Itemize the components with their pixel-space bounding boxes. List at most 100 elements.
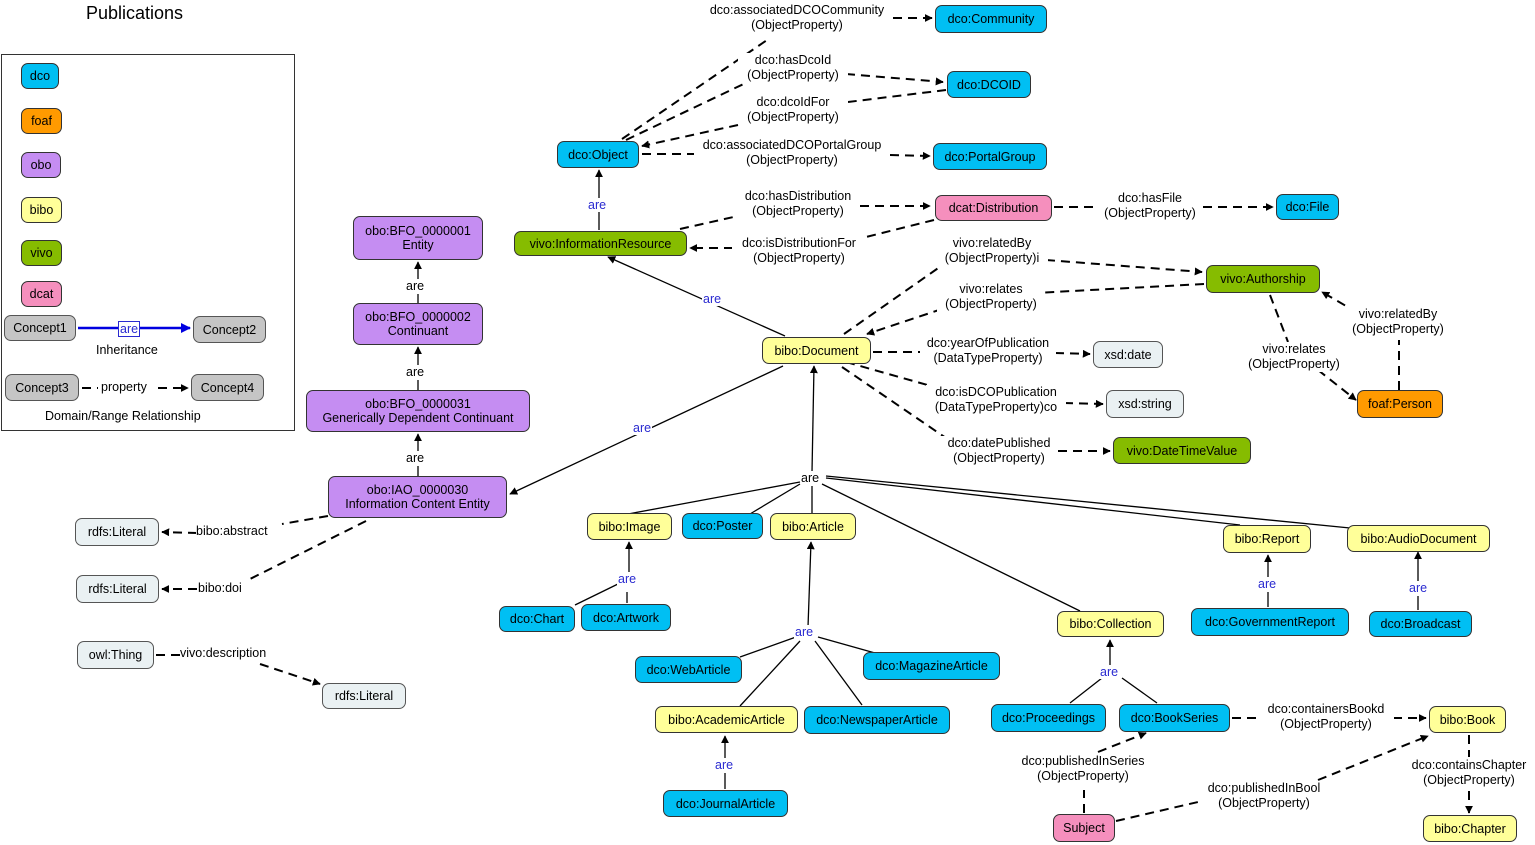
- edge-authorship-person: [1269, 294, 1289, 343]
- diagram-title: Publications: [86, 3, 184, 23]
- node-bfo31[interactable]: obo:BFO_0000031 Generically Dependent Co…: [306, 390, 530, 432]
- label-published-in-book: dco:publishedInBool (ObjectProperty): [1198, 781, 1330, 811]
- node-report[interactable]: bibo:Report: [1223, 525, 1311, 553]
- legend-concept1: Concept1: [4, 315, 76, 341]
- label-has-dcoid-name: dco:hasDcoId: [754, 53, 832, 67]
- label-contains-chapter: dco:containsChapter (ObjectProperty): [1404, 758, 1534, 788]
- node-book-series[interactable]: dco:BookSeries: [1119, 704, 1230, 732]
- label-related-by: vivo:relatedBy (ObjectProperty)i: [936, 236, 1048, 266]
- node-distribution[interactable]: dcat:Distribution: [935, 195, 1052, 221]
- edge-dcoid-object: [847, 89, 947, 103]
- node-bfo2-name: Continuant: [387, 324, 449, 338]
- node-article[interactable]: bibo:Article: [770, 513, 856, 540]
- are-label-object: are: [587, 198, 608, 212]
- node-chart[interactable]: dco:Chart: [499, 606, 575, 632]
- edge-inforesource-dist: [679, 215, 739, 230]
- label-has-dcoid-type: (ObjectProperty): [747, 68, 839, 82]
- edge-subject-book-b: [1317, 734, 1429, 781]
- legend-concept4: Concept4: [191, 374, 264, 401]
- edge-chart-image: [574, 582, 621, 606]
- legend-are-label: are: [118, 321, 141, 337]
- edge-newspaper-are: [814, 640, 863, 706]
- label-containers-book-type: (ObjectProperty): [1280, 717, 1372, 731]
- label-person-relates: vivo:relates (ObjectProperty): [1240, 342, 1348, 372]
- node-poster[interactable]: dco:Poster: [682, 513, 763, 539]
- label-doi: bibo:doi: [198, 581, 242, 596]
- label-published-in-book-name: dco:publishedInBool: [1207, 781, 1321, 795]
- are-label-audio: are: [1408, 581, 1429, 595]
- edge-thing-desc-b: [259, 663, 321, 686]
- node-datetime[interactable]: vivo:DateTimeValue: [1113, 437, 1251, 464]
- label-is-distribution-for-type: (ObjectProperty): [753, 251, 845, 265]
- edge-object-portal-b: [889, 151, 931, 160]
- node-image[interactable]: bibo:Image: [587, 513, 672, 540]
- label-date-published-name: dco:datePublished: [947, 436, 1051, 450]
- label-description: vivo:description: [180, 646, 267, 661]
- label-is-dco-pub: dco:isDCOPublication (DataTypeProperty)c…: [926, 385, 1066, 415]
- node-literal-doi[interactable]: rdfs:Literal: [76, 575, 159, 603]
- node-audio[interactable]: bibo:AudioDocument: [1347, 525, 1490, 552]
- node-collection[interactable]: bibo:Collection: [1057, 611, 1164, 637]
- edge-iao-abstract: [281, 515, 329, 525]
- edge-collection-are: [821, 483, 1081, 612]
- node-object[interactable]: dco:Object: [557, 141, 639, 168]
- node-bfo1-name: Entity: [402, 238, 434, 252]
- node-chapter[interactable]: bibo:Chapter: [1423, 815, 1517, 842]
- edge-object-dcoid-b: [845, 73, 944, 86]
- node-authorship[interactable]: vivo:Authorship: [1206, 265, 1320, 293]
- edge-subject-book: [1115, 801, 1199, 822]
- node-broadcast[interactable]: dco:Broadcast: [1369, 611, 1472, 637]
- node-gov-report[interactable]: dco:GovernmentReport: [1191, 608, 1349, 636]
- label-contains-chapter-name: dco:containsChapter: [1411, 758, 1527, 772]
- node-magazine-article[interactable]: dco:MagazineArticle: [863, 652, 1000, 680]
- legend-swatch-bibo: bibo: [21, 197, 62, 223]
- label-relates-name: vivo:relates: [959, 282, 1023, 296]
- node-community[interactable]: dco:Community: [935, 5, 1047, 33]
- node-bfo1-id: obo:BFO_0000001: [365, 224, 471, 238]
- edge-dist-inforesource: [865, 219, 935, 238]
- node-artwork[interactable]: dco:Artwork: [581, 604, 671, 631]
- node-portal-group[interactable]: dco:PortalGroup: [933, 143, 1047, 170]
- node-iao[interactable]: obo:IAO_0000030 Information Content Enti…: [328, 476, 507, 518]
- node-journal-article[interactable]: dco:JournalArticle: [663, 790, 788, 817]
- edge-report-are: [825, 477, 1241, 526]
- are-label-document: are: [801, 471, 820, 486]
- node-dcoid[interactable]: dco:DCOID: [947, 71, 1031, 98]
- are-label-academic: are: [714, 758, 735, 772]
- label-containers-book: dco:containersBookd (ObjectProperty): [1258, 702, 1394, 732]
- edge-dcoid-object-b: [641, 124, 739, 149]
- label-date-published-type: (ObjectProperty): [953, 451, 1045, 465]
- label-year-pub-name: dco:yearOfPublication: [926, 336, 1050, 350]
- legend-concept3: Concept3: [5, 374, 79, 401]
- node-info-resource[interactable]: vivo:InformationResource: [514, 231, 687, 256]
- are-label-bfo2: are: [406, 365, 425, 380]
- node-web-article[interactable]: dco:WebArticle: [635, 656, 742, 683]
- are-label-bfo31: are: [406, 451, 425, 466]
- node-book[interactable]: bibo:Book: [1429, 706, 1506, 733]
- label-assoc-community-type: (ObjectProperty): [751, 18, 843, 32]
- label-assoc-community-name: dco:associatedDCOCommunity: [709, 3, 885, 17]
- legend-swatch-obo: obo: [21, 152, 61, 178]
- label-person-related-by-type: (ObjectProperty): [1352, 322, 1444, 336]
- node-newspaper-article[interactable]: dco:NewspaperArticle: [804, 706, 950, 734]
- node-file[interactable]: dco:File: [1276, 194, 1339, 220]
- label-relates-type: (ObjectProperty): [945, 297, 1037, 311]
- node-proceedings[interactable]: dco:Proceedings: [991, 704, 1106, 732]
- node-xsd-date[interactable]: xsd:date: [1093, 341, 1163, 368]
- edge-document-authorship-b: [1045, 259, 1203, 276]
- node-subject[interactable]: Subject: [1053, 814, 1115, 842]
- node-document[interactable]: bibo:Document: [762, 337, 871, 364]
- node-literal-desc[interactable]: rdfs:Literal: [322, 683, 406, 709]
- node-bfo2[interactable]: obo:BFO_0000002 Continuant: [353, 303, 483, 345]
- edge-authorship-document: [1015, 283, 1205, 295]
- label-person-relates-type: (ObjectProperty): [1248, 357, 1340, 371]
- node-person[interactable]: foaf:Person: [1357, 390, 1443, 418]
- node-academic-article[interactable]: bibo:AcademicArticle: [655, 706, 798, 733]
- edge-academic-are: [739, 640, 801, 707]
- edge-are-document: [809, 365, 818, 473]
- node-owl-thing[interactable]: owl:Thing: [77, 641, 154, 669]
- node-literal-abstract[interactable]: rdfs:Literal: [75, 518, 159, 546]
- edge-document-inforesource: [607, 256, 786, 337]
- node-bfo1[interactable]: obo:BFO_0000001 Entity: [353, 216, 483, 260]
- node-xsd-string[interactable]: xsd:string: [1106, 390, 1184, 418]
